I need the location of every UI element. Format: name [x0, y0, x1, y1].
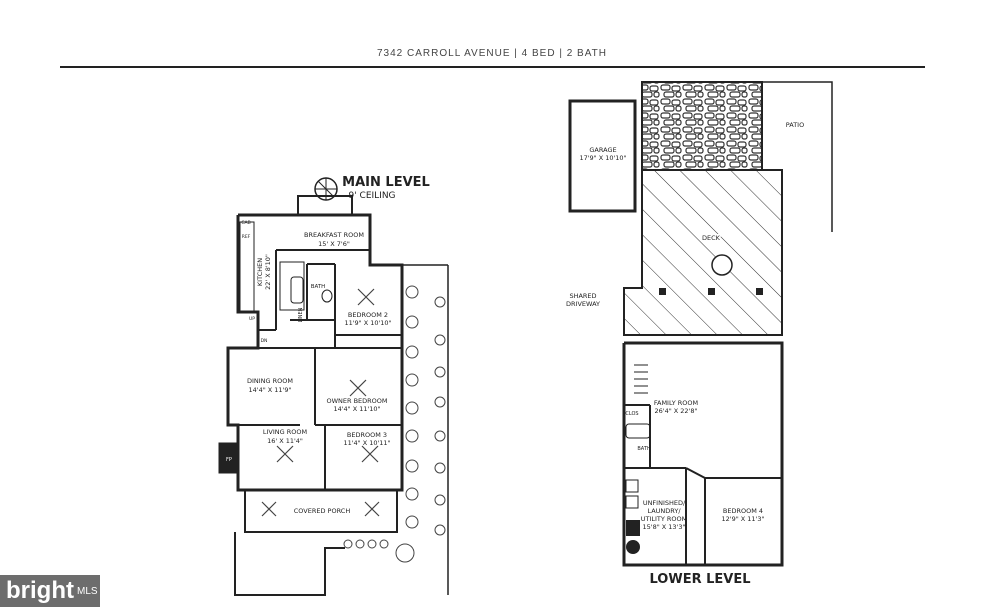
owner-bedroom-dims: 14'4" X 11'10" — [333, 405, 380, 413]
header-divider — [60, 66, 925, 68]
toilet — [321, 289, 333, 303]
owner-bedroom-name: OWNER BEDROOM — [326, 397, 387, 405]
cab-label: CAB — [241, 220, 250, 226]
ref-label: REF — [242, 234, 251, 240]
utility-line-3: UTILITY ROOM — [641, 515, 688, 523]
watermark-brand: bright — [6, 577, 74, 604]
bathtub — [290, 276, 304, 304]
living-room-name: LIVING ROOM — [263, 428, 307, 436]
garage-outline — [568, 99, 637, 213]
dining-room-dims: 14'4" X 11'9" — [249, 386, 292, 394]
breakfast-room-dims: 15' X 7'6" — [318, 240, 350, 248]
site-plan — [568, 81, 833, 567]
ceiling-fans — [261, 288, 380, 517]
dn-label: DN — [261, 338, 268, 344]
shrubs — [343, 285, 446, 563]
bedroom4-name: BEDROOM 4 — [723, 507, 763, 515]
linen-label: LINEN — [298, 307, 304, 322]
kitchen-dims: 22' X 8'10" — [264, 254, 272, 290]
header-title: 7342 CARROLL AVENUE | 4 BED | 2 BATH — [377, 48, 607, 59]
bedroom2-dims: 11'9" X 10'10" — [344, 319, 391, 327]
living-room-dims: 16' X 11'4" — [267, 437, 303, 445]
covered-porch-name: COVERED PORCH — [294, 507, 351, 515]
lower-outer-wall — [622, 341, 784, 567]
closet-label: CLOS — [625, 411, 638, 417]
bedroom4-dims: 12'9" X 11'3" — [722, 515, 765, 523]
utility-line-1: UNFINISHED/ — [643, 499, 686, 507]
bath-name: BATH — [311, 284, 326, 290]
site-labels: GARAGE 17'9" X 10'10" PATIO DECK SHARED … — [566, 121, 804, 587]
porch-outline — [244, 489, 398, 533]
driveway-label-1: SHARED — [569, 292, 596, 300]
lower-bath-name: BATH — [637, 446, 651, 452]
water-heater — [626, 520, 640, 536]
garage-name: GARAGE — [589, 146, 616, 154]
watermark-suffix: MLS — [76, 585, 98, 597]
main-level-plan — [218, 177, 449, 596]
patio-label: PATIO — [786, 121, 804, 129]
patio — [641, 81, 763, 171]
breakfast-room-name: BREAKFAST ROOM — [304, 231, 364, 239]
lower-bathtub — [625, 423, 651, 439]
utility-line-2: LAUNDRY/ — [647, 507, 681, 515]
main-level-labels: MAIN LEVEL 9' CEILING BREAKFAST ROOM 15'… — [226, 175, 430, 515]
kitchen-name: KITCHEN — [256, 258, 264, 286]
deck-label: DECK — [702, 234, 721, 242]
bedroom3-name: BEDROOM 3 — [347, 431, 387, 439]
bedroom3-dims: 11'4" X 10'11" — [343, 439, 390, 447]
main-level-title: MAIN LEVEL — [342, 175, 430, 190]
fireplace — [218, 442, 240, 474]
dining-room-name: DINING ROOM — [247, 377, 293, 385]
family-room-dims: 26'4" X 22'8" — [655, 407, 698, 415]
deck — [623, 169, 783, 336]
driveway-label-2: DRIVEWAY — [566, 300, 600, 308]
family-room-name: FAMILY ROOM — [654, 399, 698, 407]
fireplace-label: FP — [226, 457, 232, 463]
lower-level-title: LOWER LEVEL — [649, 572, 750, 587]
garage-dims: 17'9" X 10'10" — [579, 154, 626, 162]
main-level-subtitle: 9' CEILING — [348, 191, 395, 201]
up-label: UP — [249, 316, 255, 322]
utility-dims: 15'8" X 13'3" — [643, 523, 686, 531]
bedroom2-name: BEDROOM 2 — [348, 311, 388, 319]
